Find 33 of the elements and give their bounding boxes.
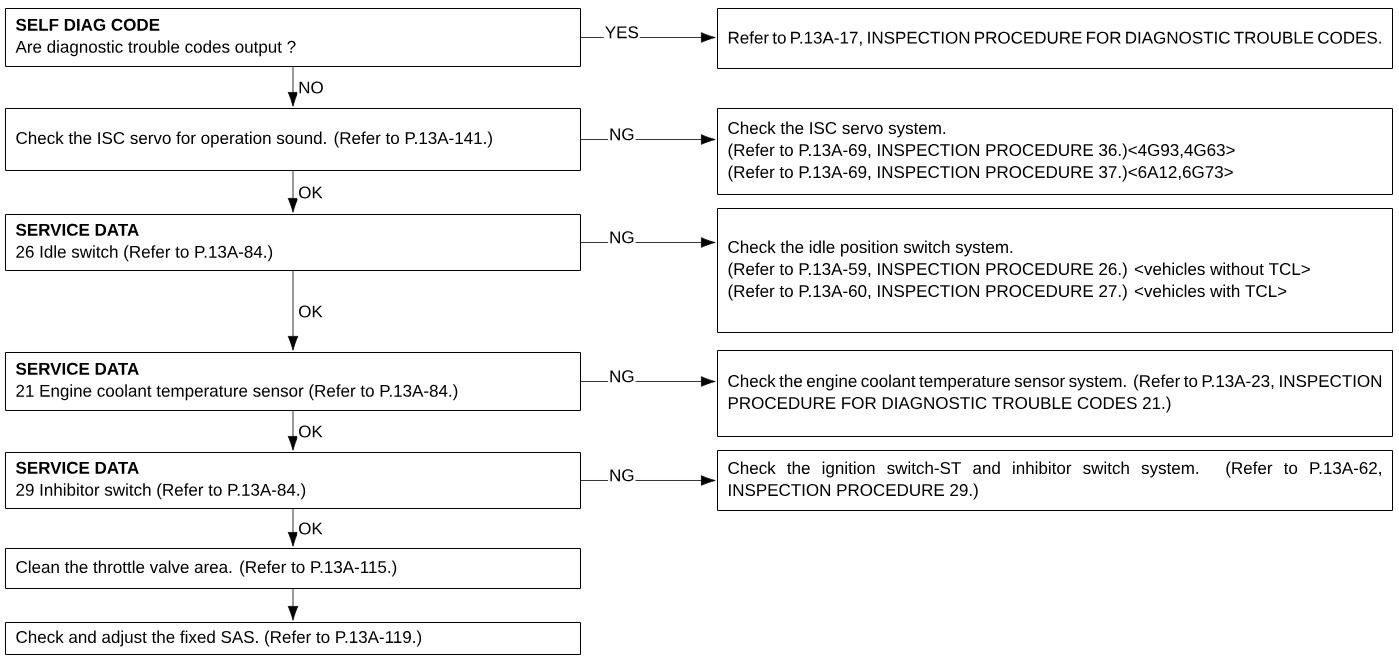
edge-label: NG	[608, 127, 636, 142]
edge-label: OK	[297, 185, 324, 200]
step-box: SERVICE DATA 29 Inhibitor switch (Refer to P.13A-84.)	[5, 452, 581, 509]
arrow	[580, 32, 716, 43]
result-box: Refer to P.13A-17, INSPECTION PROCEDURE FOR DIAGNOSTIC TROUBLE CODES.	[717, 8, 1393, 69]
result-box: Check the ignition switch-ST and inhibitor switch system. (Refer to P.13A-62, INSPECTION PROCEDURE 29.)	[717, 450, 1393, 511]
step-box: SERVICE DATA 26 Idle switch (Refer to P.13A-84.)	[5, 214, 581, 271]
arrow	[287, 410, 299, 451]
result-box: Check and adjust the fixed SAS. (Refer to P.13A-119.)	[5, 622, 581, 655]
step-box: SERVICE DATA 21 Engine coolant temperature sensor (Refer to P.13A-84.)	[5, 352, 581, 411]
result-box: Check the idle position switch system. (Refer to P.13A-59, INSPECTION PROCEDURE 26.) <vehicles without TCL> (Refer to P.13A-60, INSPECTION PROCEDURE 27.) <vehicles with TCL>	[717, 208, 1393, 333]
edge-label: OK	[297, 304, 324, 319]
step-box: Check the ISC servo for operation sound. (Refer to P.13A-141.)	[5, 108, 581, 171]
arrow	[287, 508, 299, 547]
edge-label: YES	[603, 25, 640, 40]
arrow	[287, 66, 299, 107]
arrow	[287, 588, 299, 621]
arrow	[580, 475, 716, 486]
arrow	[580, 376, 716, 387]
edge-label: NG	[608, 369, 636, 384]
result-box: Check the engine coolant temperature sensor system. (Refer to P.13A-23, INSPECTION PROCEDURE FOR DIAGNOSTIC TROUBLE CODES 21.)	[717, 350, 1393, 437]
arrow	[580, 134, 716, 145]
step-box: Clean the throttle valve area. (Refer to P.13A-115.)	[5, 548, 581, 589]
arrow	[287, 270, 299, 351]
arrow	[287, 170, 299, 213]
arrow	[580, 237, 716, 248]
edge-label: NG	[608, 468, 636, 483]
edge-label: OK	[297, 424, 324, 439]
result-box: Check the ISC servo system. (Refer to P.13A-69, INSPECTION PROCEDURE 36.)<4G93,4G63> (Refer to P.13A-69, INSPECTION PROCEDURE 37.)<6A12,6G73>	[717, 108, 1393, 195]
edge-label: OK	[297, 521, 324, 536]
step-box: SELF DIAG CODE Are diagnostic trouble codes output ?	[5, 8, 581, 67]
edge-label: NO	[297, 80, 325, 95]
edge-label: NG	[608, 230, 636, 245]
